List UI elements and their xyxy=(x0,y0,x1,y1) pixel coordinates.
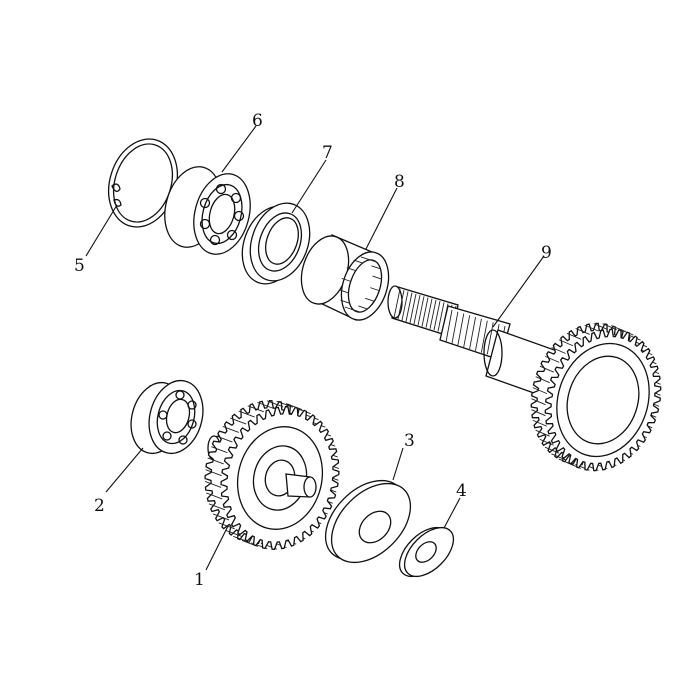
part-4-small-washer xyxy=(398,526,455,578)
callout-2: 2 xyxy=(94,496,105,516)
callout-9: 9 xyxy=(541,243,552,263)
part-3-washer xyxy=(324,479,412,564)
callout-5: 5 xyxy=(74,256,85,276)
leader-lines xyxy=(85,125,545,571)
leader-8 xyxy=(365,187,398,250)
leader-7 xyxy=(291,159,327,214)
leader-6 xyxy=(221,125,257,173)
part-2-ball-bearing xyxy=(130,379,204,455)
callout-6: 6 xyxy=(252,111,263,131)
leader-3 xyxy=(392,447,404,481)
leader-1 xyxy=(205,525,229,571)
leader-2 xyxy=(105,447,144,493)
part-1-gear xyxy=(204,400,340,550)
callout-8: 8 xyxy=(394,172,405,192)
callout-1: 1 xyxy=(194,570,205,590)
leader-4 xyxy=(443,497,461,529)
callout-3: 3 xyxy=(404,431,415,451)
part-9-shaft-gear xyxy=(387,285,662,472)
leader-9 xyxy=(492,255,545,328)
callout-4: 4 xyxy=(456,481,467,501)
part-7-oil-seal xyxy=(241,202,311,285)
part-8-needle-bearing xyxy=(300,234,390,321)
callout-7: 7 xyxy=(322,143,333,163)
part-6-ball-bearing xyxy=(164,166,251,255)
leader-5 xyxy=(85,204,118,257)
callout-labels: 1 2 3 4 5 6 7 8 9 xyxy=(74,111,552,590)
